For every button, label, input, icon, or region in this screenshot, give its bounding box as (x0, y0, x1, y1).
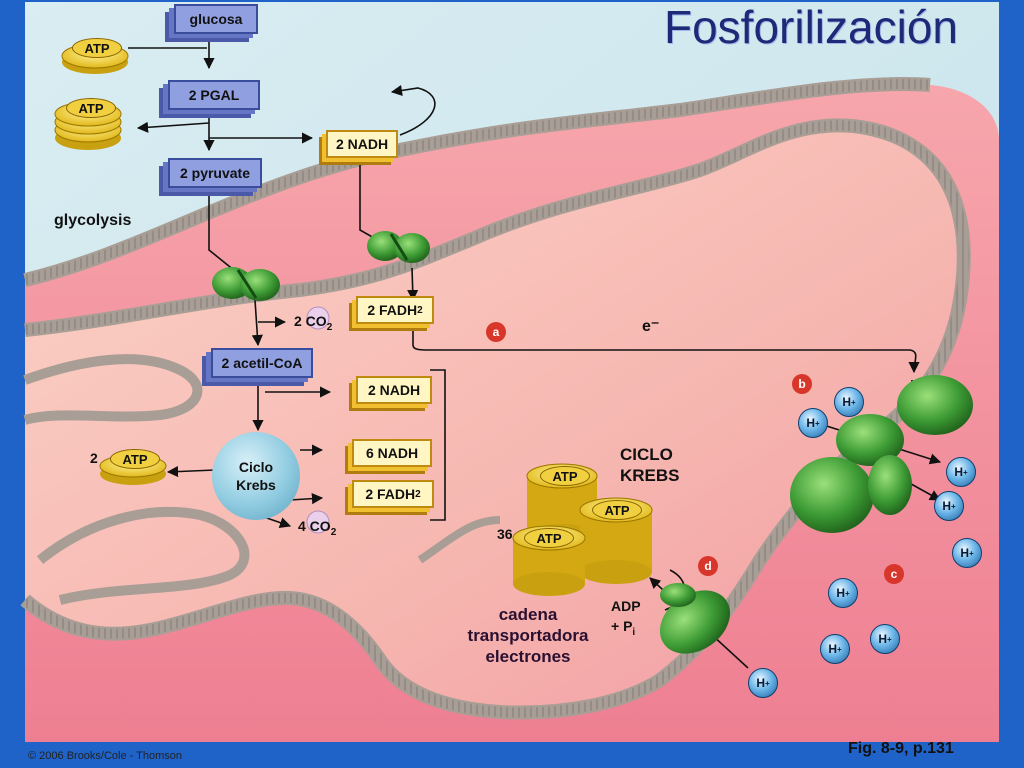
outer-membrane-lipids (23, 79, 931, 285)
krebs-nadh-label: 6 NADH (365, 445, 419, 461)
proton-5: H+ (952, 538, 982, 568)
atp-stack-label-3: ATP (524, 528, 574, 548)
prep-nadh-label: 2 NADH (367, 382, 421, 398)
slide-title: Fosforilización (664, 1, 958, 53)
proton-4: H+ (934, 491, 964, 521)
atp-stack-label-1: ATP (540, 466, 590, 486)
atp-stack-label-2: ATP (592, 500, 642, 520)
glycolysis-nadh-box: 2 NADH (326, 130, 398, 158)
krebs-cycle-circle: Ciclo Krebs (212, 432, 300, 520)
crista-fold-center (417, 516, 501, 564)
co2-sphere-2 (306, 510, 330, 534)
glycolysis-label: glycolysis (54, 212, 132, 229)
proton-9: H+ (748, 668, 778, 698)
proton-1: H+ (834, 387, 864, 417)
proton-8: H+ (820, 634, 850, 664)
co2-label-2: 4 CO2 (298, 518, 337, 538)
step-c-badge: c (884, 564, 904, 584)
transport-protein-2 (367, 231, 430, 263)
glucose-label: glucosa (189, 11, 243, 27)
pyruvate-label: 2 pyruvate (179, 165, 251, 181)
prep-nadh-box: 2 NADH (356, 376, 432, 404)
step-a-badge: a (486, 322, 506, 342)
krebs-nadh-box: 6 NADH (352, 439, 432, 467)
atp-out-label: ATP (66, 98, 116, 118)
proton-2: H+ (798, 408, 828, 438)
adp-pi-label: ADP+ Pi (611, 598, 641, 638)
atp-in-label: ATP (72, 38, 122, 58)
krebs-atp-count: 2 (90, 450, 98, 466)
step-b-badge: b (792, 374, 812, 394)
pgal-box: 2 PGAL (168, 80, 260, 110)
figure-reference: Fig. 8-9, p.131 (848, 740, 954, 757)
krebs-line1: Ciclo (238, 459, 274, 475)
acetyl-coa-box: 2 acetil-CoA (211, 348, 313, 378)
pgal-label: 2 PGAL (188, 87, 240, 103)
glucose-box: glucosa (174, 4, 258, 34)
atp-synthase (659, 583, 731, 654)
atp-stack-count: 36 (497, 526, 513, 542)
krebs-line2: Krebs (236, 477, 276, 493)
mitochondrial-matrix (25, 125, 964, 713)
electron-label: e⁻ (642, 318, 660, 335)
proton-6: H+ (828, 578, 858, 608)
crista-fold-lower (36, 507, 250, 605)
proton-3: H+ (946, 457, 976, 487)
proton-7: H+ (870, 624, 900, 654)
co2-sphere-1 (306, 306, 330, 330)
transport-protein-1 (212, 267, 280, 301)
acetyl-coa-label: 2 acetil-CoA (221, 355, 303, 371)
copyright-credit: © 2006 Brooks/Cole - Thomson (28, 750, 183, 762)
crista-fold (23, 354, 203, 425)
krebs-atp-label: ATP (110, 449, 160, 469)
step-d-badge: d (698, 556, 718, 576)
glycolysis-nadh-label: 2 NADH (335, 136, 389, 152)
electron-transport-complex (790, 375, 973, 533)
co2-label-1: 2 CO2 (294, 313, 333, 333)
pyruvate-box: 2 pyruvate (168, 158, 262, 188)
